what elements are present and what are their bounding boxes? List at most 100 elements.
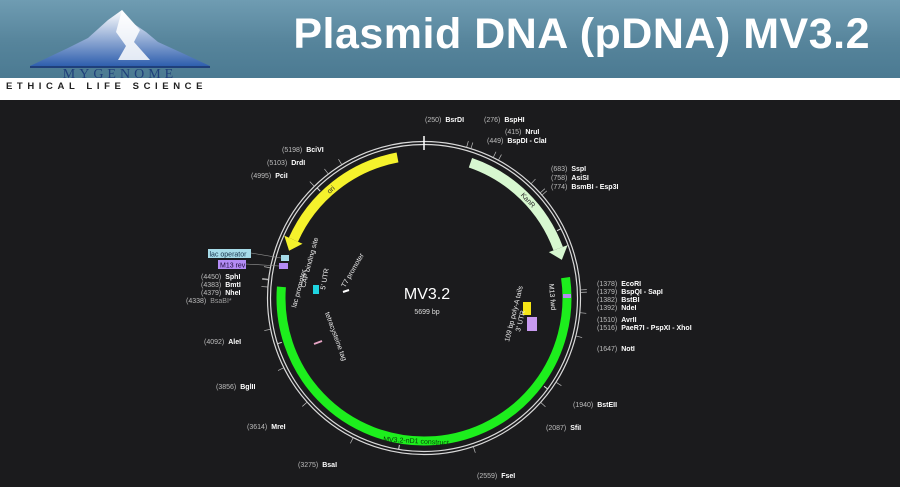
feature-label-cap-binding-site: CAP binding site xyxy=(300,237,320,289)
site-position: (3614) xyxy=(247,424,267,431)
header-banner: MYGENOME Plasmid DNA (pDNA) MV3.2 xyxy=(0,0,900,80)
site-name: AvrII xyxy=(621,317,636,324)
site-name: BsrDI xyxy=(445,117,464,124)
restriction-site: (683)SspI xyxy=(530,166,586,185)
site-name: BstEII xyxy=(597,402,617,409)
feature-label-lac-operator: lac operator xyxy=(210,252,248,259)
feature-kanr-arc xyxy=(468,158,563,251)
lac-operator-box xyxy=(281,255,289,261)
restriction-site: (1940)BstEII xyxy=(555,381,617,409)
site-name: NruI xyxy=(525,129,539,136)
plasmid-length: 5699 bp xyxy=(414,309,439,316)
site-name: AsiSI xyxy=(571,175,589,182)
restriction-site: (415) NruI xyxy=(492,129,539,158)
svg-text:(1516)PaeR7I - PspXI - XhoI: (1516) PaeR7I - PspXI - XhoI xyxy=(597,325,692,332)
site-position: (4995) xyxy=(251,173,271,180)
mountain-logo-icon: MYGENOME xyxy=(30,10,210,80)
svg-text:(1392)NdeI: (1392)NdeI xyxy=(597,305,636,312)
site-tick xyxy=(575,335,583,338)
site-tick xyxy=(349,437,354,444)
svg-text:(4338)BsaBI*: (4338) BsaBI* xyxy=(186,298,232,305)
restriction-site: (4379)NheI xyxy=(201,278,269,297)
page-title: Plasmid DNA (pDNA) MV3.2 xyxy=(293,10,870,58)
site-position: (2559) xyxy=(477,473,497,480)
brand-band xyxy=(0,78,900,100)
site-name: BspHI xyxy=(504,117,524,124)
svg-text:(449)BspDI - ClaI: (449)BspDI - ClaI xyxy=(487,138,547,145)
feature-label-t7-promoter: T7 promoter xyxy=(341,252,366,289)
restriction-site: (2087) SfiI xyxy=(540,402,581,432)
plasmid-name: MV3.2 xyxy=(404,286,450,303)
svg-text:(4383)BmtI: (4383)BmtI xyxy=(201,282,241,289)
site-tick xyxy=(262,278,269,281)
m13-fwd-box xyxy=(563,294,571,298)
svg-text:(1510)AvrII: (1510) AvrII xyxy=(597,317,637,324)
site-position: (5103) xyxy=(267,160,287,167)
site-position: (683) xyxy=(551,166,567,173)
tick-mark xyxy=(556,228,562,232)
svg-text:(5198)BciVI: (5198)BciVI xyxy=(282,147,324,154)
site-tick xyxy=(466,141,469,148)
restriction-site: (1392)NdeI xyxy=(580,291,636,312)
utr3-box xyxy=(527,317,537,331)
restriction-site: (1647)NotI xyxy=(575,335,635,353)
restriction-site: (5103)DrdI xyxy=(267,160,329,175)
feature-ori-arc xyxy=(288,152,399,242)
site-name: BstBI xyxy=(621,297,639,304)
svg-text:(276)BspHI: (276)BspHI xyxy=(484,117,525,124)
svg-text:(758)AsiSI: (758) AsiSI xyxy=(551,175,589,182)
restriction-site: (1510) AvrII xyxy=(579,312,637,324)
site-tick xyxy=(539,188,546,194)
site-position: (5198) xyxy=(282,147,302,154)
feature-kanr-label: KanR xyxy=(519,192,536,210)
site-name: PaeR7I - PspXI - XhoI xyxy=(621,325,691,332)
restriction-site: (4383)BmtI xyxy=(201,278,269,289)
site-name: BspDI - ClaI xyxy=(507,138,546,145)
site-tick xyxy=(263,266,271,269)
site-position: (2087) xyxy=(546,425,566,432)
site-position: (1516) xyxy=(597,325,617,332)
feature-ori-arrowhead xyxy=(284,235,303,251)
svg-text:(3275)BsaI: (3275)BsaI xyxy=(298,462,337,469)
restriction-site: (449)BspDI - ClaI xyxy=(487,138,547,161)
feature-label-m13-fwd: M13 fwd xyxy=(547,284,556,311)
site-name: AleI xyxy=(228,339,241,346)
restriction-site: (774)BsmBI - Esp3I xyxy=(541,184,618,196)
tick-mark xyxy=(398,444,400,450)
m13-rev-box xyxy=(279,263,288,269)
site-position: (758) xyxy=(551,175,567,182)
svg-text:(3856)BglII: (3856)BglII xyxy=(216,384,255,391)
restriction-site: (276)BspHI xyxy=(470,117,525,149)
feature-label-m13-rev: M13 rev xyxy=(220,263,246,270)
svg-text:(4450)SphI: (4450) SphI xyxy=(201,274,240,281)
t7-promoter-mark xyxy=(342,289,350,293)
site-name: SfiI xyxy=(570,425,581,432)
site-position: (1510) xyxy=(597,317,617,324)
restriction-site: (3275)BsaI xyxy=(298,437,354,469)
restriction-site: (3614)MreI xyxy=(247,401,308,431)
restriction-site: (2559)FseI xyxy=(472,446,515,480)
site-position: (774) xyxy=(551,184,567,191)
restriction-site: (1516) PaeR7I - PspXI - XhoI xyxy=(597,325,692,332)
site-name: PciI xyxy=(275,173,288,180)
site-position: (1382) xyxy=(597,297,617,304)
svg-text:(1378)EcoRI: (1378)EcoRI xyxy=(597,281,641,288)
site-position: (1379) xyxy=(597,289,617,296)
site-name: BsaBI* xyxy=(210,298,232,305)
tetracysteine-tag-mark xyxy=(313,340,323,345)
tick-mark xyxy=(316,187,321,192)
restriction-site: (3856)BglII xyxy=(216,367,285,391)
site-position: (415) xyxy=(505,129,521,136)
restriction-site: (5198)BciVI xyxy=(282,147,343,165)
restriction-site: (758) AsiSI xyxy=(539,175,589,194)
site-name: BmtI xyxy=(225,282,241,289)
site-position: (4450) xyxy=(201,274,221,281)
site-position: (4338) xyxy=(186,298,206,305)
site-name: SphI xyxy=(225,274,240,281)
site-tick xyxy=(498,154,502,161)
site-position: (3856) xyxy=(216,384,236,391)
feature-construct-arc xyxy=(276,276,572,446)
restriction-site: (1378)EcoRI xyxy=(580,281,641,291)
svg-text:(774)BsmBI - Esp3I: (774)BsmBI - Esp3I xyxy=(551,184,618,191)
site-tick xyxy=(338,159,343,165)
